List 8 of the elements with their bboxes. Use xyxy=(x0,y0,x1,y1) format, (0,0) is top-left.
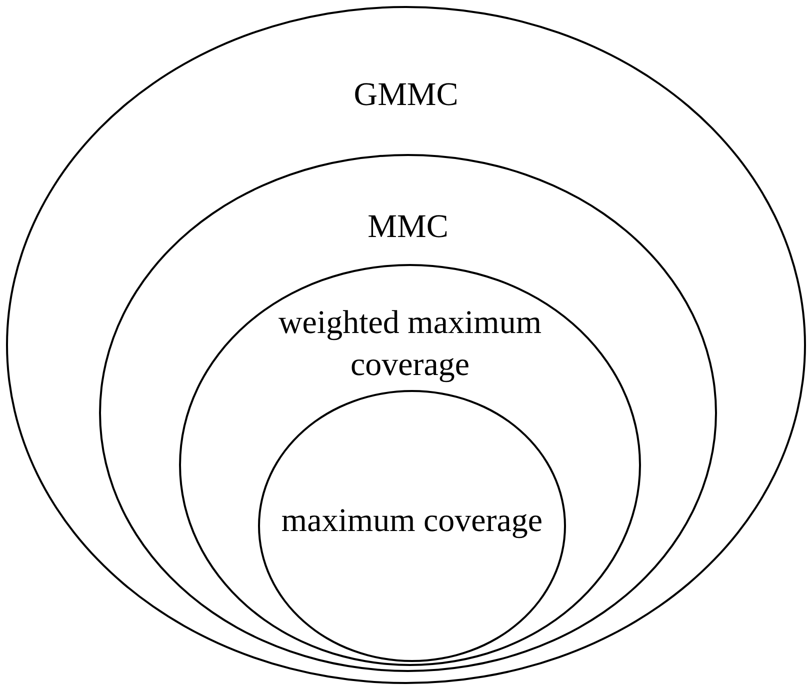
set-ellipse xyxy=(99,154,717,672)
set-label: MMC xyxy=(368,208,448,247)
set-ellipse xyxy=(258,390,566,662)
set-label: weighted maximum coverage xyxy=(277,304,543,385)
set-ellipse xyxy=(179,264,641,666)
set-label: GMMC xyxy=(354,76,458,115)
set-ellipse xyxy=(6,6,806,684)
set-label: maximum coverage xyxy=(281,502,543,541)
